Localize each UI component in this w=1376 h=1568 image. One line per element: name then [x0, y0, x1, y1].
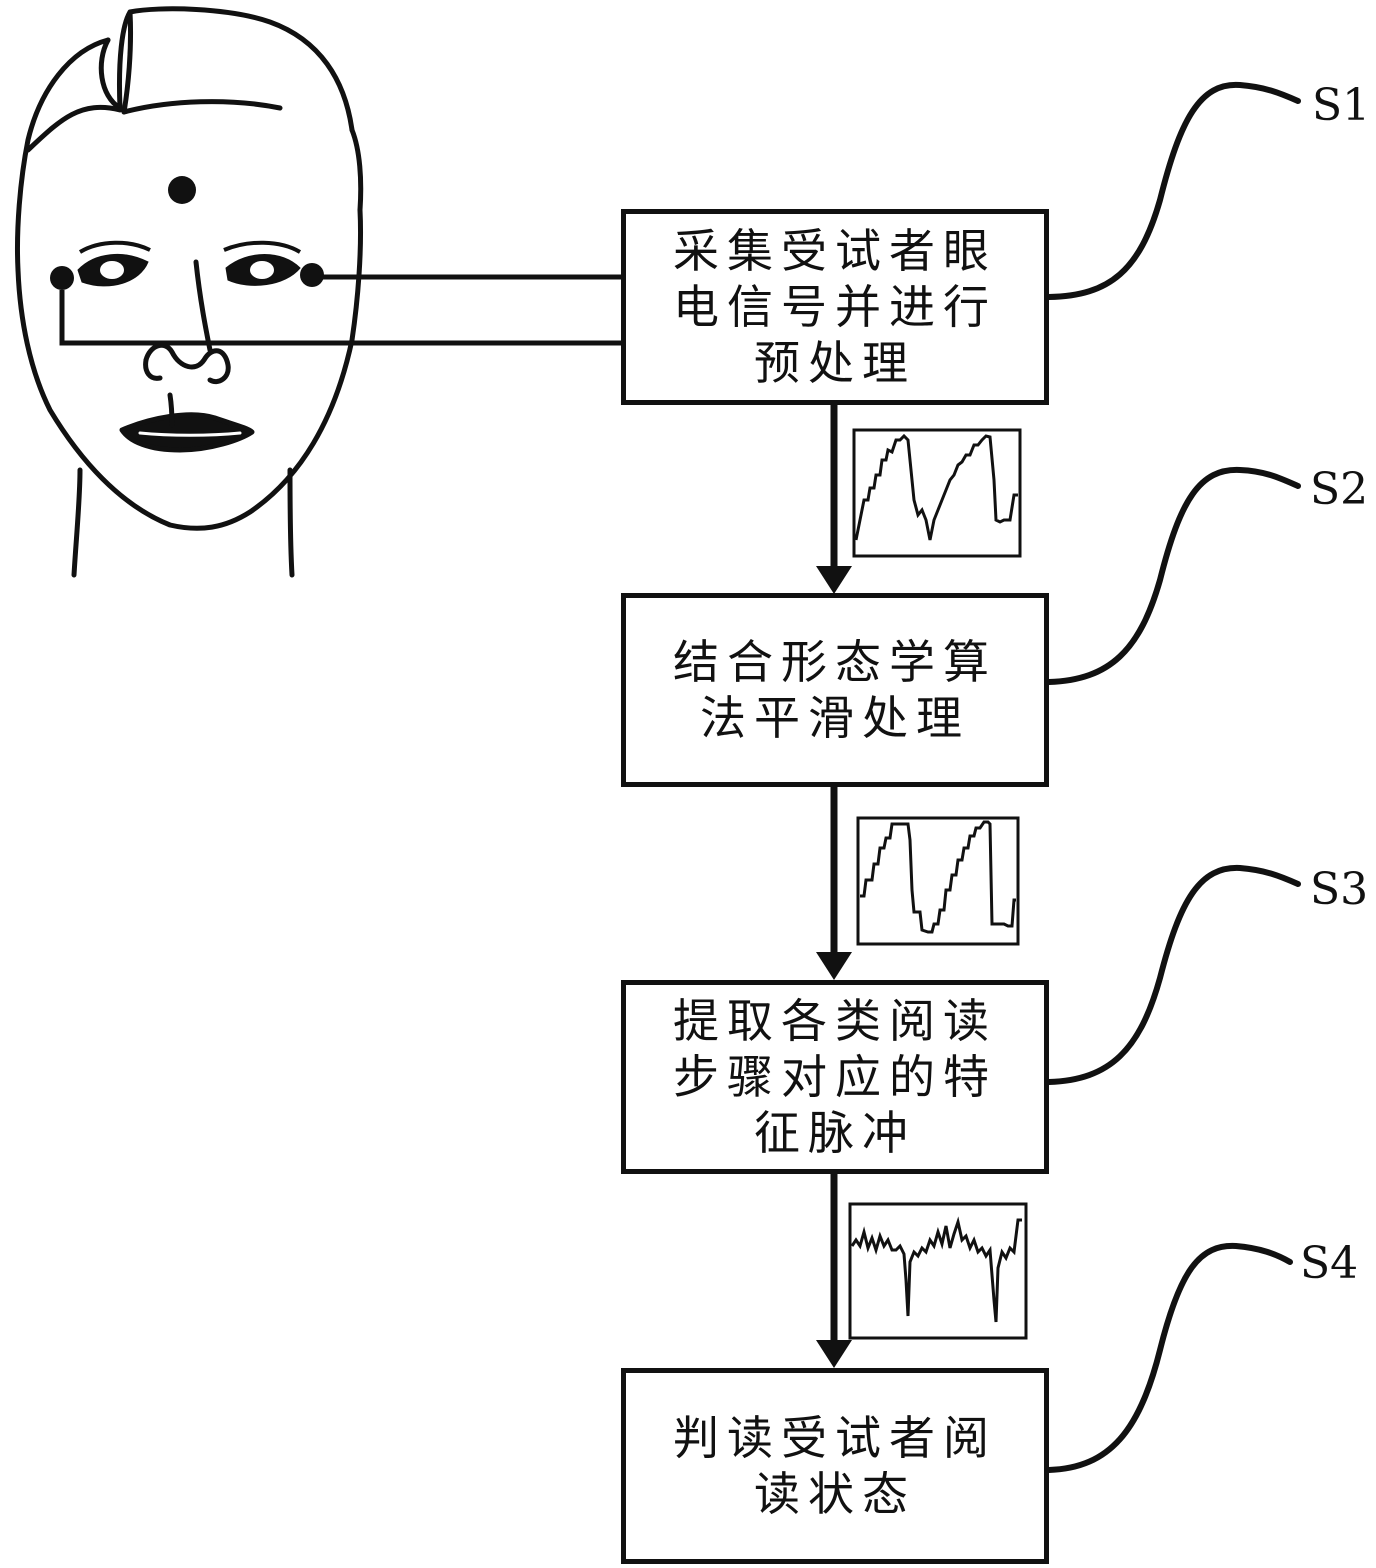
step-s3-line-2: 步骤对应的特: [673, 1050, 997, 1104]
leader-s2: [1046, 466, 1301, 685]
step-s2-line-1: 结合形态学算: [673, 635, 997, 689]
step-s3-line-3: 征脉冲: [754, 1106, 916, 1160]
step-s2-line-2: 法平滑处理: [700, 691, 970, 745]
step-leaders: [1046, 81, 1301, 1473]
step-s3-line-1: 提取各类阅读: [673, 994, 997, 1048]
step-label-s2: S2: [1310, 464, 1369, 515]
step-label-s4: S4: [1300, 1238, 1359, 1289]
leader-s1: [1046, 81, 1301, 300]
step-s4-line-2: 读状态: [754, 1467, 916, 1521]
waveform-raw: [854, 433, 1018, 541]
step-label-s3: S3: [1310, 864, 1369, 915]
step-box-s4: 判读受试者阅 读状态: [621, 1368, 1049, 1564]
step-s4-line-1: 判读受试者阅: [673, 1411, 997, 1465]
leader-s4: [1046, 1242, 1293, 1473]
eyes: [77, 240, 302, 287]
waveform-smoothed: [860, 820, 1016, 934]
flow-arrows: [816, 405, 852, 1368]
electrode-wires: [59, 274, 621, 346]
signal-waveform-icon: [848, 428, 1028, 1340]
step-box-s2: 结合形态学算 法平滑处理: [621, 593, 1049, 787]
step-s1-line-3: 预处理: [754, 336, 916, 390]
waveform-frame-pulses: [848, 1202, 1028, 1340]
head-icon: [14, 6, 364, 578]
step-box-s1: 采集受试者眼 电信号并进行 预处理: [621, 209, 1049, 405]
step-box-s3: 提取各类阅读 步骤对应的特 征脉冲: [621, 980, 1049, 1174]
leader-s3: [1046, 864, 1301, 1085]
electrode-icon: [50, 176, 324, 290]
waveform-pulses: [850, 1216, 1022, 1323]
step-label-s1: S1: [1312, 80, 1371, 131]
step-s1-line-1: 采集受试者眼: [673, 224, 997, 278]
step-s1-line-2: 电信号并进行: [673, 280, 997, 334]
